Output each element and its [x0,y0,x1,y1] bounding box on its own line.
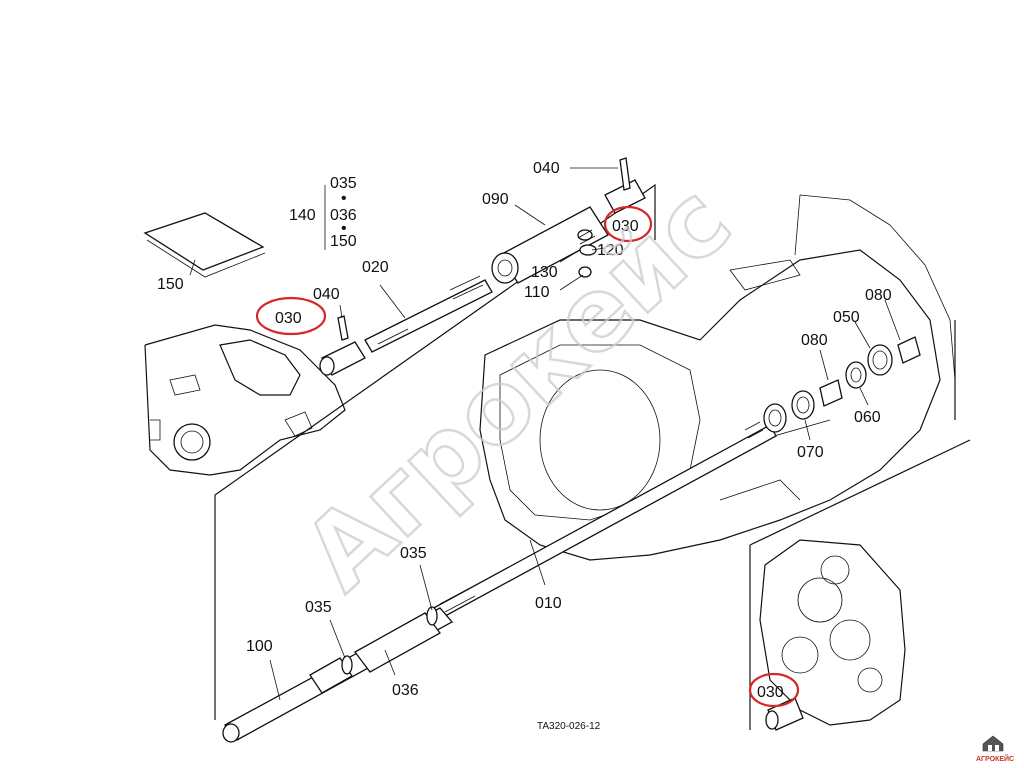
label-040-left: 040 [313,286,340,303]
label-090: 090 [482,191,509,208]
left-housing [144,324,346,476]
label-010: 010 [535,595,562,612]
part-labels: 040 090 035 • 036 • 150 140 020 150 040 … [157,160,892,732]
label-030-left: 030 [275,310,302,327]
bearings-050-080 [763,336,921,433]
assembly-frame [214,183,971,730]
label-036: 036 [392,682,419,699]
label-150-top: 150 [330,233,357,250]
bush-and-pin-left [319,315,366,376]
label-030-inset: 030 [757,684,784,701]
label-110: 110 [524,284,550,301]
label-030-top: 030 [612,218,639,235]
corner-logo: АГРОКЕЙС [976,735,1014,763]
inset-housing [759,539,906,731]
sleeve-036 [309,606,441,694]
highlight-ring-left [255,296,327,336]
label-070: 070 [797,444,824,461]
highlight-rings [255,205,800,708]
upper-shaft-020 [364,275,493,353]
highlight-ring-top [603,205,653,243]
label-080-mid: 080 [801,332,828,349]
watermark-text: Агрокейс [282,162,753,612]
label-060: 060 [854,409,881,426]
highlight-ring-inset [748,672,800,708]
label-035-top: 035 [330,175,357,192]
label-080-right: 080 [865,287,892,304]
leader-lines [189,167,901,701]
label-100: 100 [246,638,273,655]
label-020: 020 [362,259,389,276]
gear-housing [479,194,956,561]
label-035-low: 035 [305,599,332,616]
small-parts-110-130 [577,229,597,278]
label-050: 050 [833,309,860,326]
logo-text: АГРОКЕЙС [976,754,1014,763]
label-040-top: 040 [533,160,560,177]
label-130: 130 [531,264,558,281]
label-035-mid: 035 [400,545,427,562]
bush-and-pin-top [604,157,646,214]
drawing-code: TA320-026-12 [537,721,601,732]
bullet-dot: • [341,190,347,207]
label-150: 150 [157,276,184,293]
label-140: 140 [289,207,316,224]
label-036-top: 036 [330,207,357,224]
gasket-sheet [143,212,266,278]
label-120: 120 [597,242,624,259]
sleeve-090 [491,206,609,284]
bullet-dot: • [341,220,347,237]
